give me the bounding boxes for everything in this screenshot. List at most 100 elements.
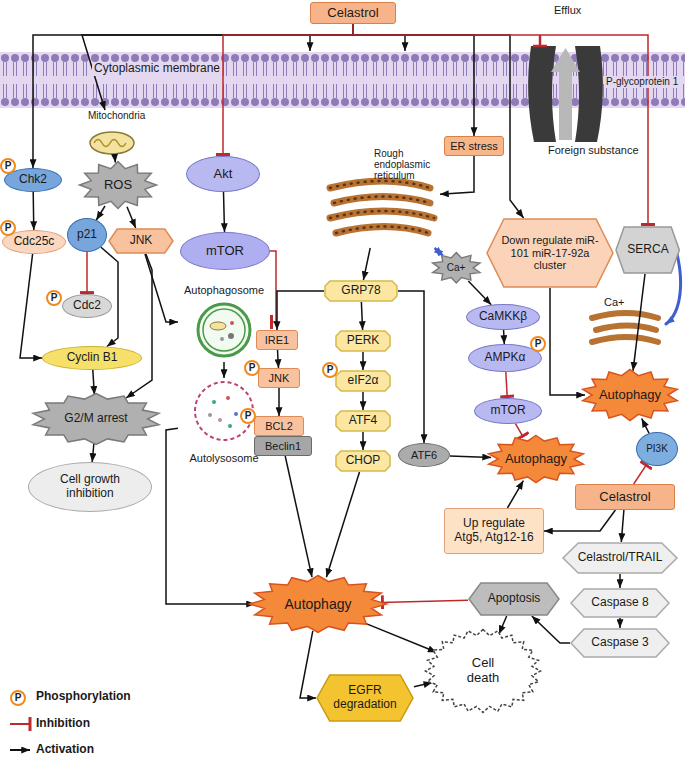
activation-connector: [277, 291, 324, 330]
ellipse-node: Cyclin B1: [42, 346, 142, 370]
node-text: Mitochondria: [88, 110, 145, 121]
annotation-label: Foreign substance: [548, 144, 639, 157]
ellipse-node: Cell growth inhibition: [28, 462, 152, 512]
activation-connector: [223, 362, 225, 378]
node-text: BCL2: [265, 420, 293, 433]
activation-connector: [361, 302, 362, 330]
ellipse-node: p21: [67, 218, 107, 252]
node-text: G2/M arrest: [64, 412, 127, 426]
autophagosome-figure: [220, 337, 224, 341]
activation-connector: [621, 510, 624, 542]
autophagosome-figure: [228, 333, 234, 339]
node-text: mTOR: [490, 404, 525, 418]
activation-connector: [362, 352, 364, 370]
legend-text: Inhibition: [36, 717, 90, 731]
activation-connector: [96, 206, 105, 220]
node-text: Celastrol: [599, 490, 650, 505]
inhibition-connector: [515, 424, 523, 438]
legend-samples: [10, 749, 30, 751]
celastrol-stubs: [310, 35, 405, 51]
octagon-node: CHOP: [335, 450, 391, 472]
efflux-inhibition: [533, 35, 547, 46]
node-outline: [583, 370, 678, 421]
er-calcium-store: [596, 326, 656, 331]
activation-connector: [353, 24, 524, 218]
node-outline: [33, 394, 159, 445]
hexagon-node: SERCA: [615, 226, 680, 274]
star-node: Autophagy: [580, 368, 680, 422]
autolysosome-figure: [208, 413, 212, 417]
activation-connector: [224, 192, 225, 232]
activation-connector: [145, 254, 178, 322]
rough-er: [330, 211, 434, 218]
hexagon-node: Caspase 3: [570, 628, 670, 658]
activation-connector: [93, 370, 95, 395]
rough-er: [336, 227, 428, 234]
autophagosome-figure: [230, 321, 234, 325]
activation-connector: [20, 254, 42, 358]
node-outline: [489, 436, 584, 483]
autophagosome-figure: [198, 304, 250, 356]
node-text: Akt: [214, 167, 233, 182]
activation-connector: [114, 156, 116, 163]
annotation-label: Efflux: [554, 4, 581, 17]
node-text: Autophagy: [285, 596, 352, 612]
star-node: Ca+: [430, 251, 483, 285]
phosphorylation-badge: P: [0, 220, 16, 236]
p-glycoprotein-pump: [559, 70, 572, 140]
node-text: ER stress: [450, 140, 498, 153]
activation-connector: [126, 254, 152, 398]
activation-connector: [450, 456, 491, 458]
ellipse-node: mTOR: [474, 398, 542, 424]
autolysosome-figure: [234, 412, 238, 416]
activation-connector: [507, 481, 523, 508]
node-outline: [336, 331, 390, 351]
node-text: Celastrol/TRAIL: [578, 551, 663, 565]
autolysosome-figure: [228, 424, 232, 428]
activation-connector: [633, 274, 645, 371]
activation-connector: [362, 392, 364, 410]
activation-connector: [435, 248, 443, 256]
p-glycoprotein-pump: [551, 48, 580, 72]
ellipse-node: ATF6: [398, 443, 450, 467]
node-text: Down regulate miR-101 miR-17-92a cluster: [498, 234, 602, 272]
p-glycoprotein-pump: [575, 46, 603, 142]
annotation-label: Cytoplasmic membrane: [92, 62, 222, 76]
activation-connector: [544, 510, 615, 531]
activation-connector: [33, 24, 353, 168]
activation-connector: [503, 330, 505, 344]
inhibition-connector: [270, 251, 276, 322]
node-text: JNK: [130, 234, 153, 248]
er-calcium-store: [592, 337, 658, 342]
phosphorylation-badge: P: [244, 360, 260, 376]
node-text: Cell growth inhibition: [50, 473, 130, 501]
rough-er: [336, 227, 428, 234]
node-text: Up regulate Atg5, Atg12-16: [452, 517, 536, 545]
node-text: Beclin1: [265, 440, 301, 453]
node-text: Autophagosome: [184, 284, 264, 296]
activation-connector: [499, 616, 507, 634]
node-outline: [563, 543, 677, 573]
node-text: CaMKKβ: [479, 310, 527, 324]
activation-connector: [326, 472, 359, 577]
node-outline: [80, 162, 157, 209]
process-box: Celastrol: [575, 484, 675, 510]
activation-connector: [127, 207, 136, 228]
illustration-node: Autophagosome: [178, 282, 270, 362]
inhibition-connector: [506, 372, 508, 398]
inhibition-connector: [223, 24, 353, 156]
legend-samples: [10, 717, 30, 750]
node-outline: [250, 576, 387, 633]
phosphorylation-badge: P: [322, 362, 338, 378]
node-text: GRP78: [341, 284, 380, 298]
process-box: IRE1: [256, 330, 298, 350]
er-calcium-store: [592, 313, 658, 318]
rough-er: [330, 181, 434, 233]
node-text: EGFR degradation: [329, 684, 401, 712]
annotation-label: P-glycoprotein 1: [604, 76, 680, 88]
activation-connector: [363, 248, 370, 280]
activation-connector: [619, 574, 621, 588]
node-outline: [336, 371, 390, 391]
node-text: Chk2: [19, 173, 47, 187]
